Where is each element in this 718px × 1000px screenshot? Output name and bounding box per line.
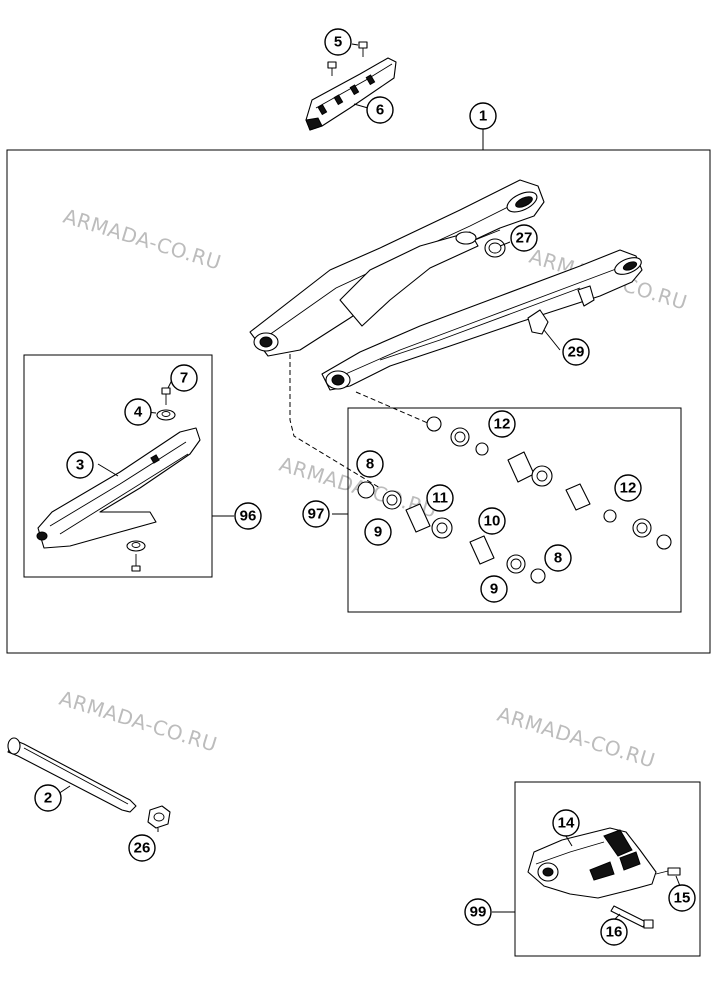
svg-text:8: 8	[554, 550, 562, 567]
kit-99-box	[514, 781, 701, 957]
svg-text:15: 15	[674, 890, 691, 907]
watermark: ARMADA-CO.RU	[495, 702, 659, 773]
svg-text:10: 10	[484, 513, 501, 530]
callout-11: 11	[426, 484, 454, 512]
bolt-part-15	[655, 867, 681, 876]
chain-guide-part-6	[305, 57, 397, 131]
svg-text:97: 97	[308, 506, 325, 523]
callout-27: 27	[510, 224, 538, 252]
chain-slider-part-3	[36, 427, 201, 549]
svg-text:6: 6	[376, 102, 384, 119]
svg-text:99: 99	[470, 904, 487, 921]
svg-text:12: 12	[620, 480, 637, 497]
callout-10: 10	[478, 507, 506, 535]
callout-99: 99	[464, 898, 492, 926]
svg-text:29: 29	[568, 344, 585, 361]
callout-5: 5	[324, 28, 352, 56]
screw-part-5	[327, 41, 368, 76]
callout-12-upper: 12	[488, 410, 516, 438]
svg-text:14: 14	[558, 815, 575, 832]
svg-text:2: 2	[44, 790, 52, 807]
nut-part-26	[147, 805, 171, 829]
leader-lines	[51, 43, 681, 921]
svg-text:12: 12	[494, 416, 511, 433]
callout-9-lower: 9	[480, 575, 508, 603]
svg-text:1: 1	[479, 108, 487, 125]
callout-2: 2	[34, 784, 62, 812]
callout-7: 7	[170, 364, 198, 392]
washer-part-4	[156, 409, 176, 421]
callout-6: 6	[366, 96, 394, 124]
callout-9-upper: 9	[364, 518, 392, 546]
slider-lower-fittings	[126, 540, 146, 572]
svg-text:9: 9	[490, 581, 498, 598]
svg-text:9: 9	[374, 524, 382, 541]
svg-text:96: 96	[240, 508, 257, 525]
callout-4: 4	[124, 398, 152, 426]
callout-16: 16	[600, 918, 628, 946]
callout-3: 3	[66, 451, 94, 479]
bushing-part-27	[484, 238, 506, 258]
callout-14: 14	[552, 809, 580, 837]
svg-text:8: 8	[366, 456, 374, 473]
svg-text:16: 16	[606, 924, 623, 941]
callout-97: 97	[302, 500, 330, 528]
callout-29: 29	[562, 338, 590, 366]
bearing-kit-parts	[357, 416, 672, 584]
svg-text:7: 7	[180, 370, 188, 387]
svg-text:11: 11	[432, 490, 448, 507]
chain-guide-part-14	[527, 827, 657, 899]
kit-97-box	[347, 407, 682, 613]
callout-8-lower: 8	[544, 544, 572, 572]
bolt-part-16	[610, 905, 654, 929]
swingarm-axle-part-2	[7, 737, 137, 813]
watermark: ARMADA-CO.RU	[61, 204, 225, 275]
svg-text:4: 4	[134, 404, 143, 421]
screw-part-7	[161, 387, 171, 405]
svg-text:26: 26	[134, 840, 151, 857]
callout-8-upper: 8	[356, 450, 384, 478]
kit-96-box	[23, 354, 213, 578]
callout-15: 15	[668, 884, 696, 912]
callout-1: 1	[469, 102, 497, 130]
pivot-axis-line-lower	[355, 391, 431, 425]
assembly-1-frame	[6, 149, 711, 654]
swingarm-part-1	[249, 179, 643, 391]
callout-12-lower: 12	[614, 474, 642, 502]
pivot-axis-line-upper	[289, 354, 381, 489]
svg-text:27: 27	[516, 230, 533, 247]
callout-26: 26	[128, 834, 156, 862]
svg-text:3: 3	[76, 457, 84, 474]
callout-96: 96	[234, 502, 262, 530]
watermark: ARMADA-CO.RU	[57, 686, 221, 757]
svg-text:5: 5	[334, 34, 342, 51]
